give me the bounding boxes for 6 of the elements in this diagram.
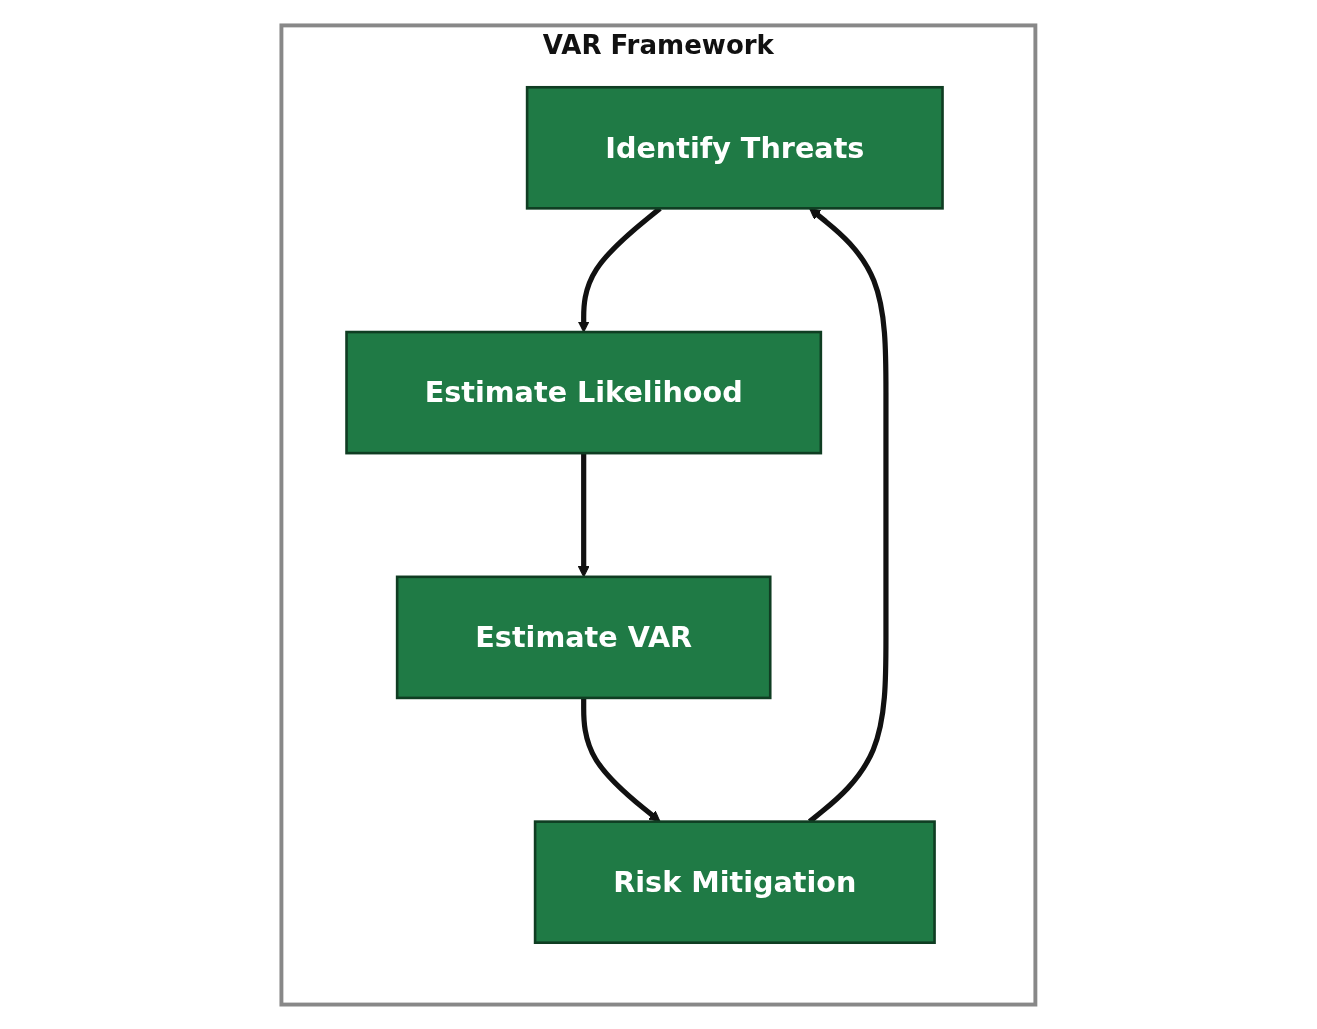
arrow bbox=[578, 452, 590, 577]
node-box: Estimate VAR bbox=[395, 575, 772, 699]
node-box: Risk Mitigation bbox=[533, 819, 936, 944]
arrow bbox=[581, 697, 661, 822]
node-box: Estimate Likelihood bbox=[345, 330, 823, 454]
node-box: Identify Threats bbox=[525, 85, 944, 210]
